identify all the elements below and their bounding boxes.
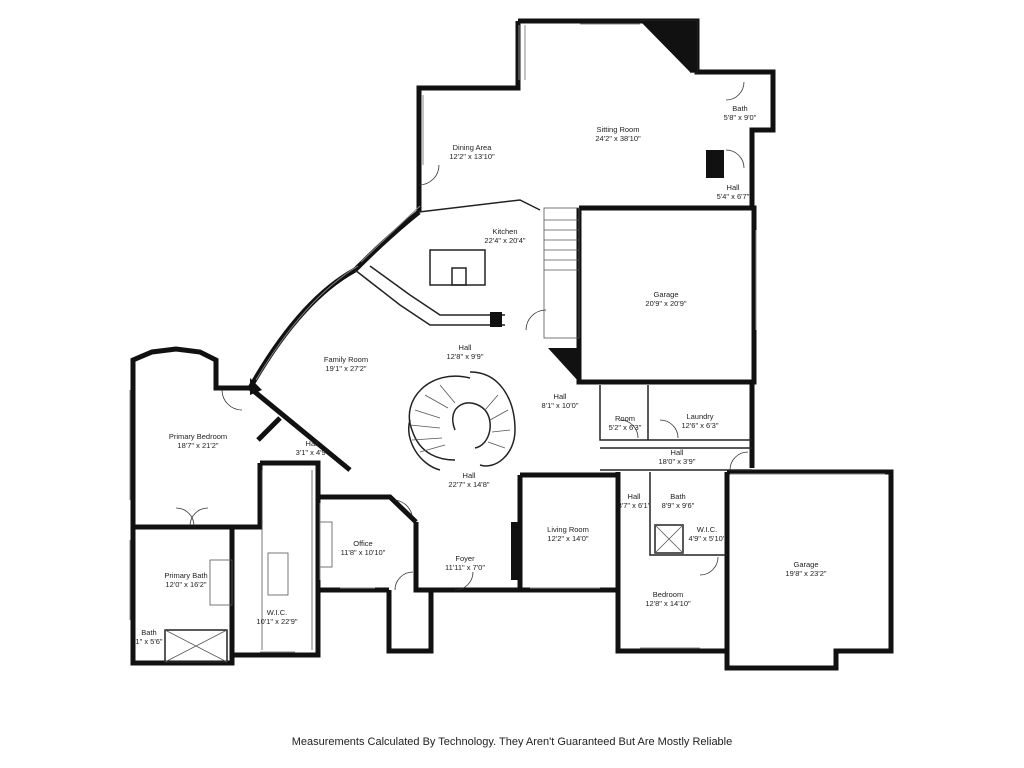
doors [175, 81, 749, 591]
hall-center-name: Hall [459, 343, 472, 352]
primary-bedroom-dim: 18'7" x 21'2" [177, 441, 218, 450]
exterior-walls [130, 18, 894, 671]
room-small-name: Room [615, 414, 635, 423]
bath-lower-dim: 8'9" x 9'6" [662, 501, 695, 510]
sitting-room-name: Sitting Room [597, 125, 640, 134]
garage-lower-name: Garage [793, 560, 818, 569]
sitting-room-dim: 24'2" x 38'10" [595, 134, 641, 143]
primary-bath-name: Primary Bath [164, 571, 207, 580]
living-room-name: Living Room [547, 525, 589, 534]
hall-left-name: Hall [306, 439, 319, 448]
bath-upper-dim: 5'8" x 9'0" [724, 113, 757, 122]
hall-small-name: Hall [628, 492, 641, 501]
laundry-name: Laundry [686, 412, 713, 421]
bedroom-dim: 12'8" x 14'10" [645, 599, 691, 608]
hall-center-dim: 12'8" x 9'9" [447, 352, 484, 361]
hall-mid-right-dim: 8'1" x 10'0" [542, 401, 579, 410]
hall-mid-right-name: Hall [554, 392, 567, 401]
hall-stair-name: Hall [463, 471, 476, 480]
garage-upper-name: Garage [653, 290, 678, 299]
dining-area-dim: 12'2" x 13'10" [449, 152, 495, 161]
bath-lower-name: Bath [670, 492, 685, 501]
foyer-name: Foyer [455, 554, 475, 563]
foyer-dim: 11'11" x 7'0" [445, 563, 485, 572]
hall-right-long-name: Hall [671, 448, 684, 457]
bath-small-dim: 1" x 5'6" [135, 637, 163, 646]
windows [129, 23, 885, 653]
room-small-dim: 5'2" x 6'3" [609, 423, 642, 432]
office-dim: 11'8" x 10'10" [341, 548, 386, 557]
solid-fills [250, 21, 724, 580]
hall-upper-dim: 5'4" x 6'7" [717, 192, 750, 201]
hall-small-dim: 3'7" x 6'1" [618, 501, 651, 510]
office-name: Office [353, 539, 372, 548]
hall-upper-name: Hall [727, 183, 740, 192]
wic-small-dim: 4'9" x 5'10" [689, 534, 726, 543]
wic-large-name: W.I.C. [267, 608, 287, 617]
hall-right-long-dim: 18'0" x 3'9" [659, 457, 696, 466]
family-room-name: Family Room [324, 355, 368, 364]
dining-area-name: Dining Area [453, 143, 493, 152]
primary-bedroom-name: Primary Bedroom [169, 432, 227, 441]
bath-small-name: Bath [141, 628, 156, 637]
bath-upper-name: Bath [732, 104, 747, 113]
primary-bath-dim: 12'0" x 16'2" [165, 580, 206, 589]
spiral-staircase [408, 371, 516, 471]
hall-stair-dim: 22'7" x 14'8" [448, 480, 489, 489]
measurement-disclaimer: Measurements Calculated By Technology. T… [291, 736, 733, 748]
kitchen-dim: 22'4" x 20'4" [484, 236, 525, 245]
bedroom-name: Bedroom [653, 590, 683, 599]
family-room-dim: 19'1" x 27'2" [325, 364, 366, 373]
wic-large-dim: 10'1" x 22'9" [256, 617, 297, 626]
wic-small-name: W.I.C. [697, 525, 717, 534]
kitchen-name: Kitchen [492, 227, 517, 236]
interior-lines [164, 20, 752, 663]
room-labels: Sitting Room 24'2" x 38'10" Bath 5'8" x … [135, 104, 826, 646]
garage-upper-dim: 20'9" x 20'9" [645, 299, 686, 308]
garage-lower-dim: 19'8" x 23'2" [785, 569, 826, 578]
hall-left-dim: 3'1" x 4'9" [296, 448, 329, 457]
laundry-dim: 12'6" x 6'3" [682, 421, 719, 430]
living-room-dim: 12'2" x 14'0" [547, 534, 588, 543]
